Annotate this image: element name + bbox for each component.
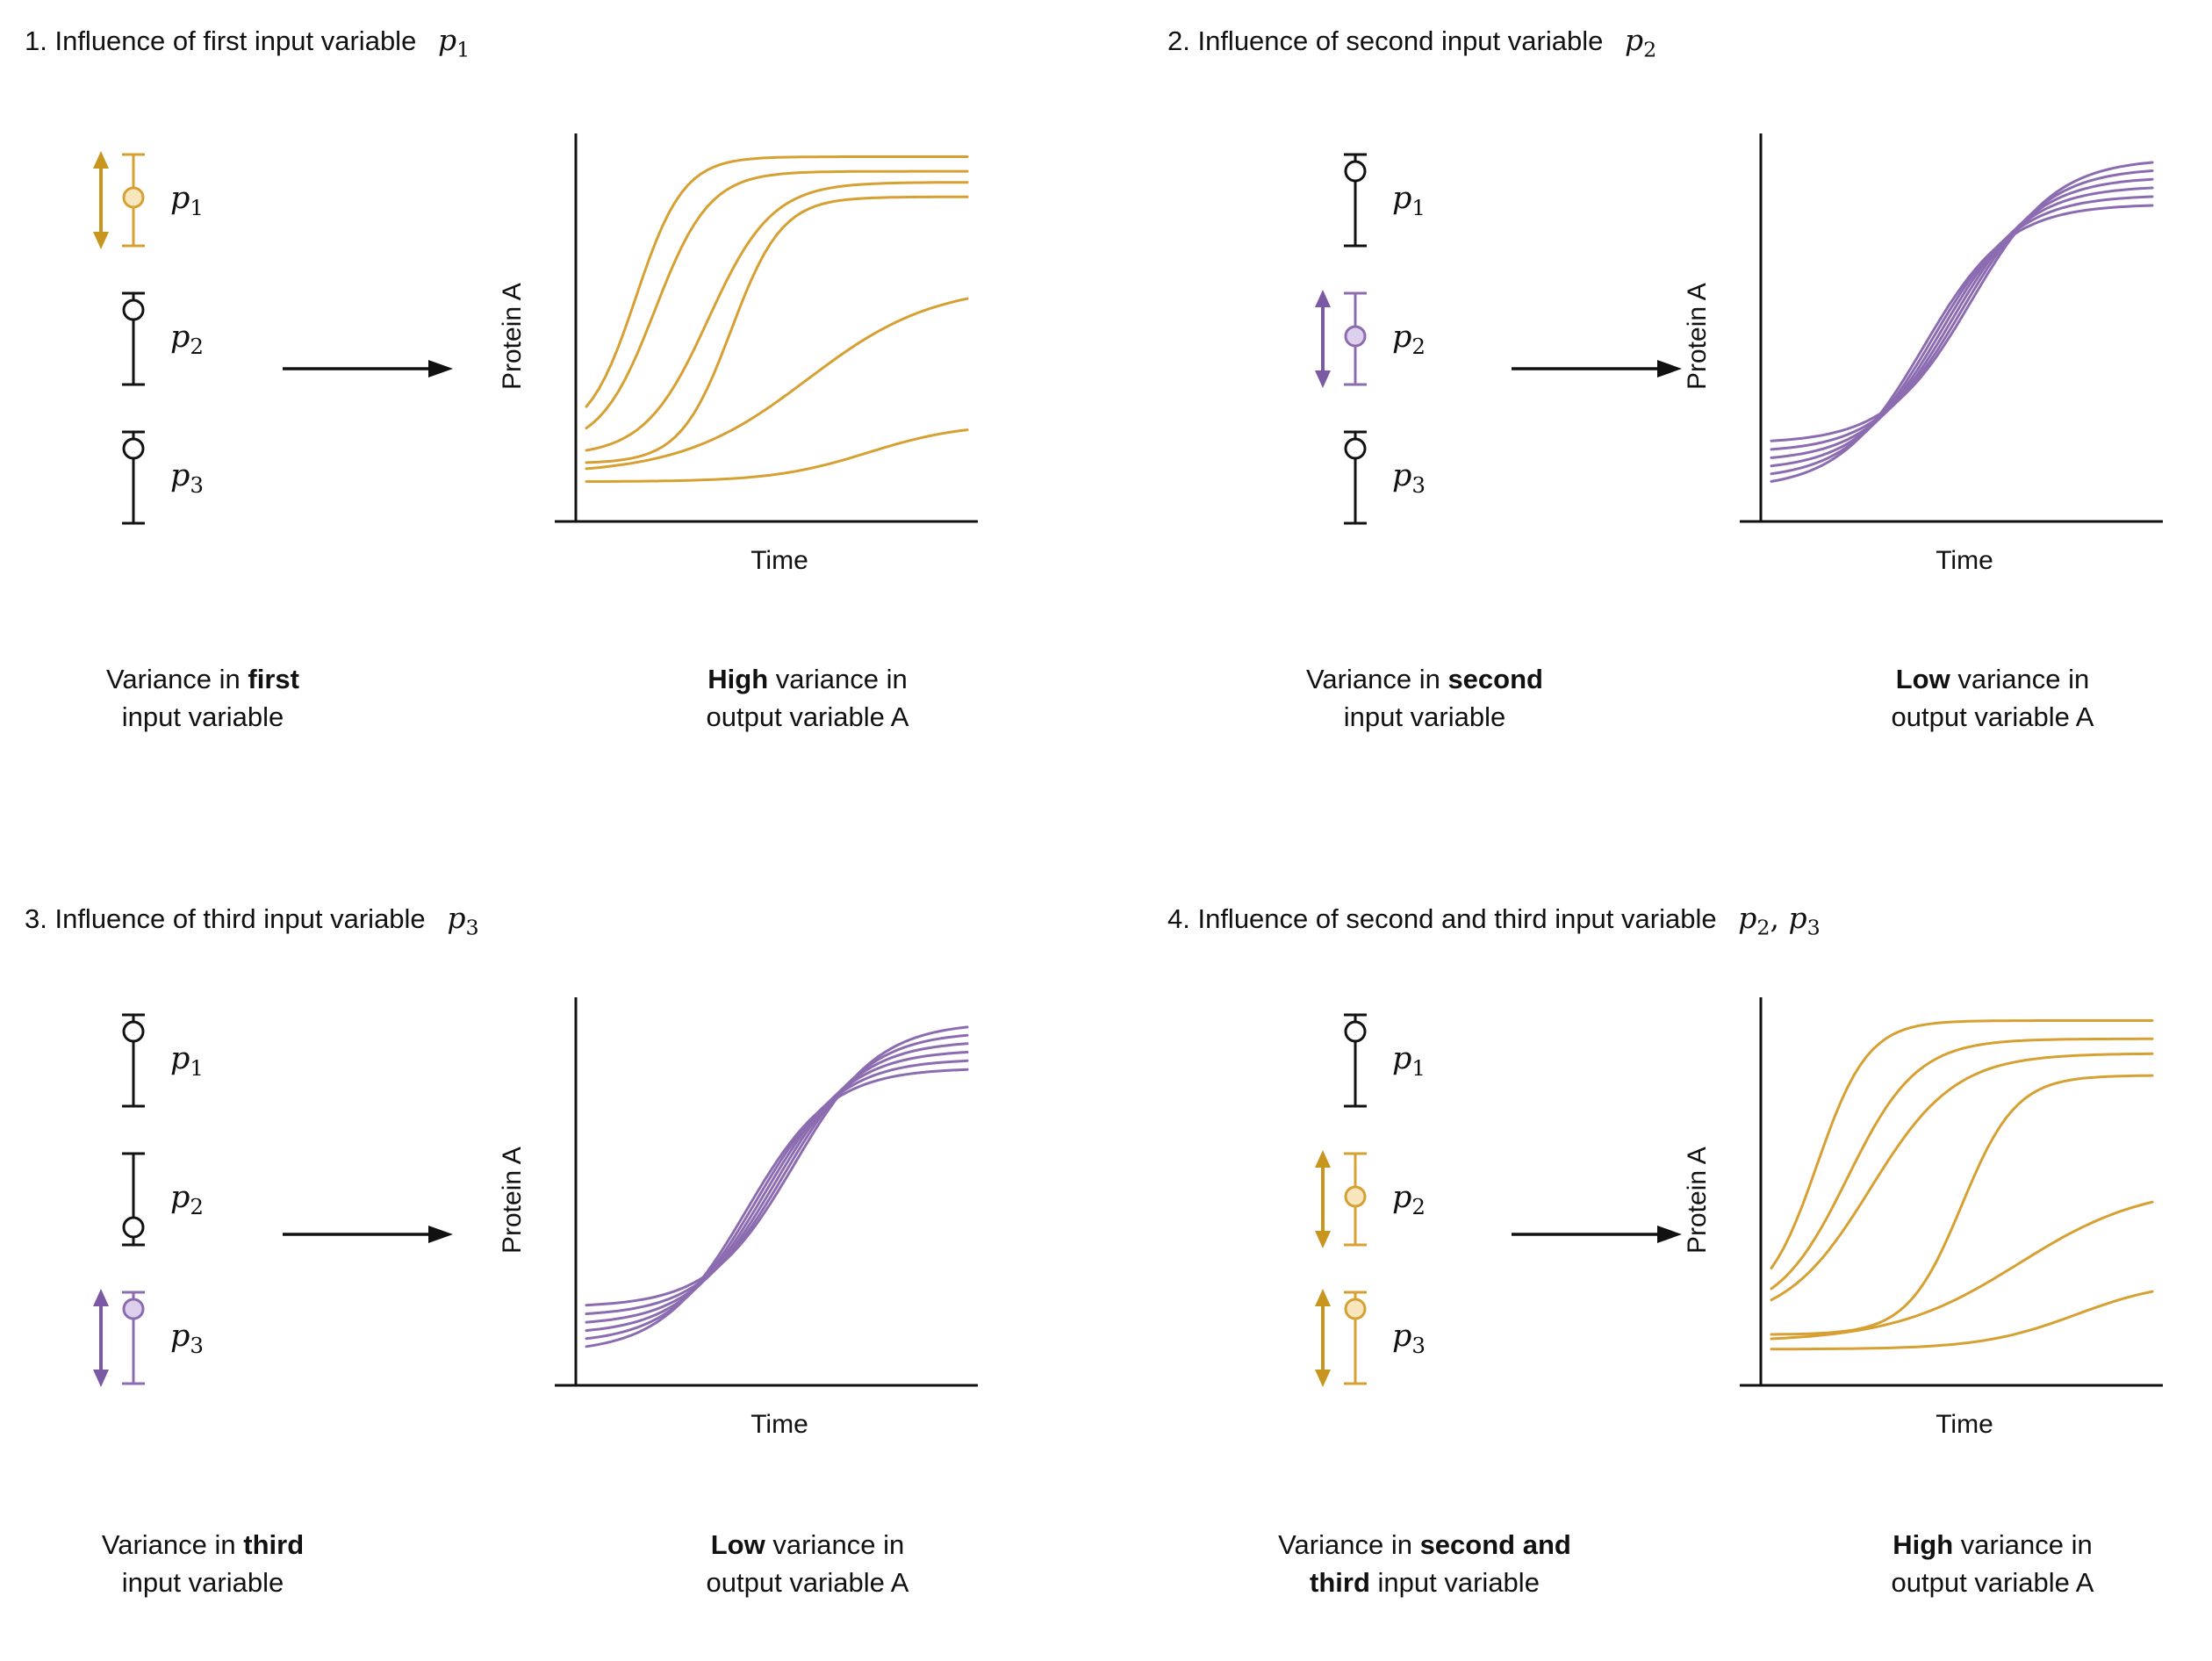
input-variable-list: p1 p2 p3 (88, 1008, 204, 1391)
variable-label: p1 (170, 1040, 204, 1081)
variable-label: p2 (1392, 1179, 1426, 1219)
variable-p3: p3 (1310, 1285, 1426, 1391)
output-chart: Protein A Time (1678, 994, 2173, 1440)
panel-title-text: 3. Influence of third input variable (25, 903, 426, 934)
output-chart: Protein A Time (493, 130, 988, 576)
panel-title-text: 2. Influence of second input variable (1167, 25, 1604, 56)
variance-glyph-p1 (88, 1008, 163, 1113)
x-axis-label: Time (750, 546, 808, 575)
sigmoid-plot (1740, 997, 2163, 1387)
variable-label: p3 (170, 457, 204, 498)
panel-title: 4. Influence of second and third input v… (1167, 901, 1821, 940)
panel-title: 3. Influence of third input variable p3 (25, 901, 479, 940)
variable-p2: p2 (88, 286, 204, 392)
right-arrow-icon (279, 353, 455, 389)
variable-label: p1 (170, 180, 204, 220)
variance-glyph-p1 (1310, 147, 1385, 253)
variable-p1: p1 (1310, 1008, 1426, 1113)
y-axis-label: Protein A (1683, 1147, 1712, 1254)
panel-title-math: p2 (1624, 23, 1657, 62)
output-chart: Protein A Time (1678, 130, 2173, 576)
variable-p1: p1 (1310, 147, 1426, 253)
variance-glyph-p1 (1310, 1008, 1385, 1113)
right-arrow-icon (279, 1219, 455, 1255)
variance-glyph-p2 (1310, 1147, 1385, 1252)
panel-influence-p1: 1. Influence of first input variable p1 … (0, 0, 1106, 830)
variable-p1: p1 (88, 147, 204, 253)
variable-label: p1 (1392, 180, 1426, 220)
y-axis-label: Protein A (1683, 283, 1712, 390)
variance-glyph-p2 (88, 286, 163, 392)
x-axis-label: Time (1936, 1410, 1993, 1439)
input-variable-list: p1 p2 p3 (1310, 1008, 1426, 1391)
panel-influence-p2: 2. Influence of second input variable p2… (1106, 0, 2212, 830)
variance-glyph-p1 (88, 147, 163, 253)
variance-glyph-p3 (1310, 1285, 1385, 1391)
variable-label: p3 (170, 1318, 204, 1358)
variance-glyph-p3 (88, 1285, 163, 1391)
panel-title-text: 4. Influence of second and third input v… (1167, 903, 1717, 934)
variable-label: p3 (1392, 457, 1426, 498)
x-axis-label: Time (750, 1410, 808, 1439)
variable-label: p3 (1392, 1318, 1426, 1358)
variance-glyph-p3 (1310, 425, 1385, 530)
input-variable-list: p1 p2 p3 (88, 147, 204, 530)
variable-p2: p2 (88, 1147, 204, 1252)
variance-glyph-p2 (1310, 286, 1385, 392)
right-arrow-icon (1508, 1219, 1684, 1255)
right-arrow-icon (1508, 353, 1684, 389)
input-variable-list: p1 p2 p3 (1310, 147, 1426, 530)
panel-title: 2. Influence of second input variable p2 (1167, 23, 1656, 62)
variable-p3: p3 (88, 1285, 204, 1391)
panel-influence-p2-p3: 4. Influence of second and third input v… (1106, 830, 2212, 1661)
variable-label: p2 (1392, 319, 1426, 359)
x-axis-label: Time (1936, 546, 1993, 575)
variance-glyph-p2 (88, 1147, 163, 1252)
variance-glyph-p3 (88, 425, 163, 530)
panel-influence-p3: 3. Influence of third input variable p3 … (0, 830, 1106, 1661)
sigmoid-plot (555, 133, 978, 523)
variable-label: p2 (170, 1179, 204, 1219)
sigmoid-plot (555, 997, 978, 1387)
variable-p3: p3 (88, 425, 204, 530)
panel-title-text: 1. Influence of first input variable (25, 25, 417, 56)
output-chart: Protein A Time (493, 994, 988, 1440)
variable-p2: p2 (1310, 286, 1426, 392)
panel-title-math: p1 (437, 23, 470, 62)
panel-title-math: p3 (447, 901, 479, 940)
panel-title-math: p2, p3 (1738, 901, 1821, 940)
y-axis-label: Protein A (498, 1147, 527, 1254)
variable-p2: p2 (1310, 1147, 1426, 1252)
panel-title: 1. Influence of first input variable p1 (25, 23, 470, 62)
sigmoid-plot (1740, 133, 2163, 523)
variable-label: p2 (170, 319, 204, 359)
variable-p3: p3 (1310, 425, 1426, 530)
variable-label: p1 (1392, 1040, 1426, 1081)
variable-p1: p1 (88, 1008, 204, 1113)
y-axis-label: Protein A (498, 283, 527, 390)
